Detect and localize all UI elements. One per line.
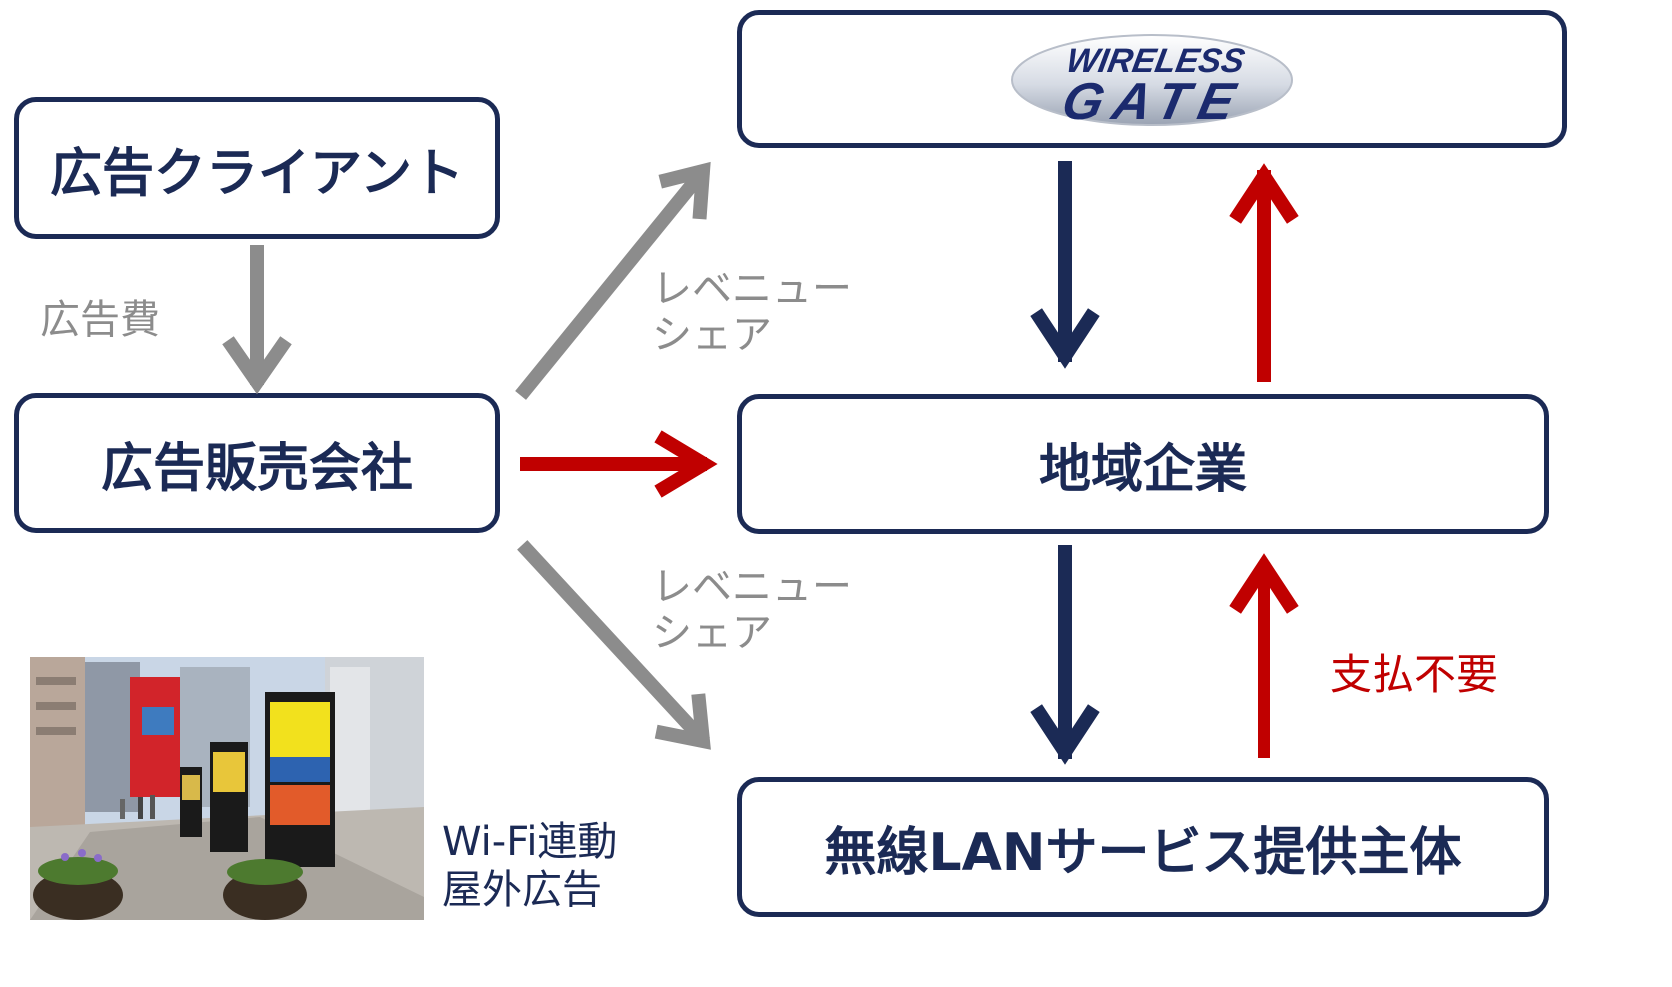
- node-wireless-gate: WIRELESS GATE: [737, 10, 1567, 148]
- label-revenue-share-bottom-line1: レベニュー: [652, 564, 852, 610]
- logo-text-gate: GATE: [1057, 73, 1250, 131]
- label-revenue-share-bottom: レベニュー シェア: [652, 564, 852, 656]
- arrow-revenue-share-down: [517, 540, 711, 750]
- label-revenue-share-bottom-line2: シェア: [652, 610, 772, 656]
- arrow-local-to-gate: [1229, 163, 1299, 382]
- node-ad-client-label: 広告クライアント: [50, 143, 464, 204]
- node-local-business-label: 地域企業: [1038, 439, 1247, 500]
- photo-caption-line2: 屋外広告: [442, 867, 602, 913]
- arrow-revenue-share-up: [515, 161, 711, 400]
- label-revenue-share-top-line2: シェア: [652, 312, 772, 358]
- label-no-payment-text: 支払不要: [1330, 650, 1499, 699]
- photo-caption-line1: Wi-Fi連動: [442, 819, 618, 865]
- arrow-local-to-wlan: [1030, 545, 1100, 765]
- logo-ellipse: [1011, 34, 1293, 126]
- arrow-gate-to-local: [1030, 161, 1100, 369]
- photo-building-red: [130, 677, 185, 797]
- street-ad-photo: [30, 657, 424, 920]
- label-revenue-share-top: レベニュー シェア: [652, 266, 852, 358]
- node-wlan-provider: 無線LANサービス提供主体: [737, 777, 1549, 917]
- logo-text-wireless: WIRELESS: [1063, 42, 1247, 80]
- node-wlan-provider-label: 無線LANサービス提供主体: [824, 822, 1462, 883]
- arrow-ad-sales-to-local: [520, 430, 718, 498]
- arrow-no-payment: [1229, 553, 1299, 758]
- label-ad-fee: 広告費: [40, 297, 160, 343]
- photo-building-left: [30, 657, 85, 827]
- photo-caption: Wi-Fi連動 屋外広告: [442, 818, 617, 914]
- node-local-business: 地域企業: [737, 394, 1549, 534]
- node-ad-sales-label: 広告販売会社: [100, 438, 413, 499]
- node-ad-client: 広告クライアント: [14, 97, 500, 239]
- label-revenue-share-top-line1: レベニュー: [652, 266, 852, 312]
- arrow-ad-fee: [222, 245, 292, 395]
- label-no-payment: 支払不要: [1330, 650, 1499, 699]
- wireless-gate-logo: WIRELESS GATE: [1011, 34, 1293, 131]
- node-ad-sales: 広告販売会社: [14, 393, 500, 533]
- label-ad-fee-text: 広告費: [40, 297, 160, 343]
